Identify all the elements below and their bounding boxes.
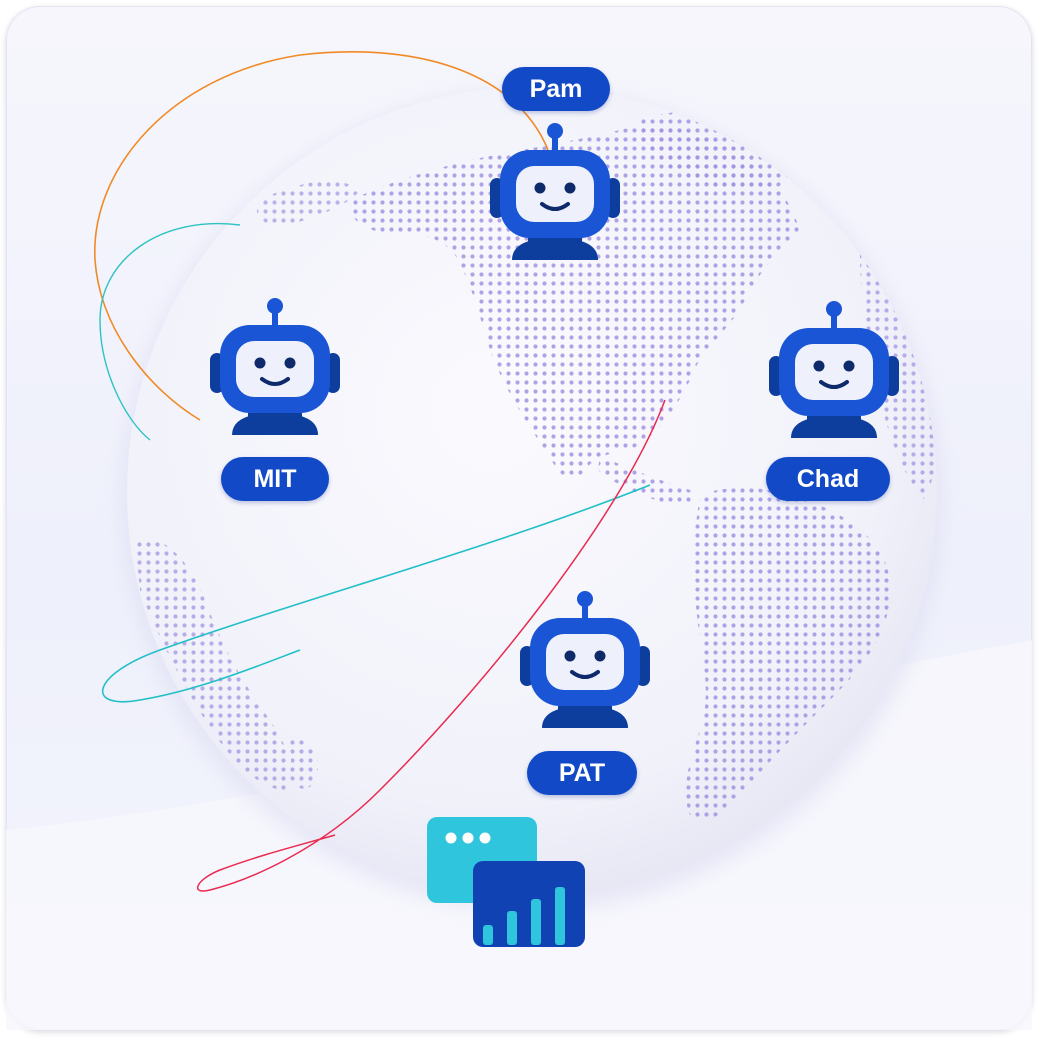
- robot-icon-pam[interactable]: [490, 120, 620, 270]
- continent-central-america: [598, 455, 694, 507]
- continent-south-america: [685, 487, 891, 821]
- dashboard-window-icon: [427, 817, 585, 947]
- agent-label-pat[interactable]: PAT: [527, 751, 637, 795]
- continent-islands: [290, 739, 319, 789]
- orbit-orange: [94, 51, 549, 421]
- robot-icon: [520, 591, 650, 728]
- orbit-red: [197, 399, 666, 892]
- continent-west-edge: [135, 538, 293, 790]
- robot-icon: [769, 301, 899, 438]
- orbit-teal-upper: [99, 223, 241, 441]
- agent-label-pam[interactable]: Pam: [502, 67, 610, 111]
- agent-label-mit[interactable]: MIT: [221, 457, 329, 501]
- robot-icon-pat[interactable]: [520, 588, 650, 738]
- robot-icon-chad[interactable]: [769, 298, 899, 448]
- continent-east-edge: [859, 230, 937, 500]
- robot-icon: [210, 298, 340, 435]
- agent-label-chad[interactable]: Chad: [766, 457, 890, 501]
- continent-north-america: [350, 126, 800, 480]
- robot-icon: [490, 123, 620, 260]
- robot-icon-mit[interactable]: [210, 295, 340, 445]
- continents: [135, 111, 937, 821]
- orbit-teal: [101, 484, 651, 703]
- continent-arctic: [256, 181, 360, 226]
